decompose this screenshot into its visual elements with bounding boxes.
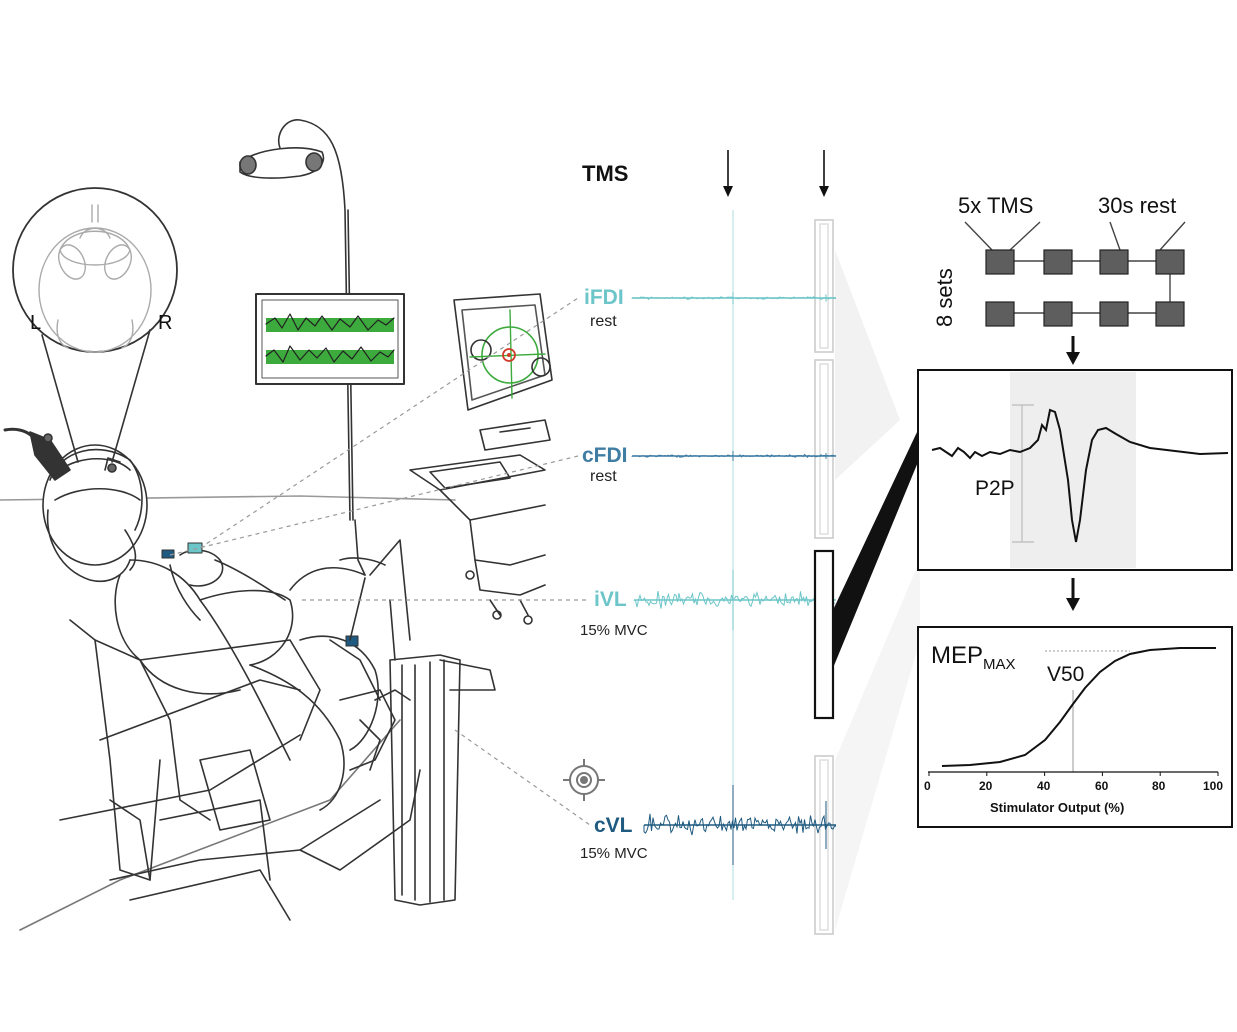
- mep-panel: [917, 369, 1233, 571]
- p2p-label: P2P: [975, 477, 1015, 500]
- channel-cvl-condition: 15% MVC: [580, 845, 648, 862]
- zoom-connector: [833, 430, 918, 668]
- target-icon: [563, 759, 605, 801]
- leader-lines: [169, 297, 591, 826]
- channel-cfdi-condition: rest: [590, 468, 617, 485]
- trace-noise-0: [631, 296, 837, 301]
- channel-cvl-name: cVL: [594, 814, 633, 837]
- tms-pulse-arrows: [723, 150, 829, 197]
- x-tick-0: 0: [924, 779, 931, 793]
- head-left-label: L: [30, 312, 42, 334]
- protocol-rest-label: 30s rest: [1098, 193, 1177, 218]
- x-tick-40: 40: [1037, 779, 1051, 793]
- x-tick-100: 100: [1203, 779, 1224, 793]
- protocol-diagram: [964, 221, 1186, 611]
- v50-label: V50: [1047, 663, 1085, 686]
- recruitment-curve: [941, 647, 1216, 767]
- protocol-pulses-label: 5x TMS: [958, 193, 1034, 218]
- emg-panel: [563, 150, 920, 935]
- x-tick-60: 60: [1095, 779, 1109, 793]
- x-axis-label: Stimulator Output (%): [990, 800, 1125, 815]
- recruitment-panel: [917, 626, 1233, 828]
- setup-illustration: [0, 119, 553, 931]
- channel-ifdi-name: iFDI: [584, 286, 624, 309]
- channel-cfdi-name: cFDI: [582, 444, 628, 467]
- mepmax-label: MEPMAX: [931, 644, 1016, 672]
- channel-ivl-name: iVL: [594, 588, 627, 611]
- mep-waveform: [931, 408, 1229, 543]
- tms-title: TMS: [582, 161, 629, 186]
- channel-ivl-condition: 15% MVC: [580, 622, 648, 639]
- x-tick-80: 80: [1152, 779, 1166, 793]
- trace-noise-3: [643, 813, 837, 836]
- highlighted-mep-window: [813, 549, 835, 720]
- protocol-sets-label: 8 sets: [932, 268, 957, 327]
- mepmax-sub: MAX: [983, 655, 1016, 673]
- x-tick-20: 20: [979, 779, 993, 793]
- emg-traces: [631, 210, 837, 900]
- mepmax-main: MEP: [931, 642, 984, 669]
- trace-noise-2: [633, 591, 836, 609]
- channel-ifdi-condition: rest: [590, 313, 617, 330]
- head-right-label: R: [158, 312, 173, 334]
